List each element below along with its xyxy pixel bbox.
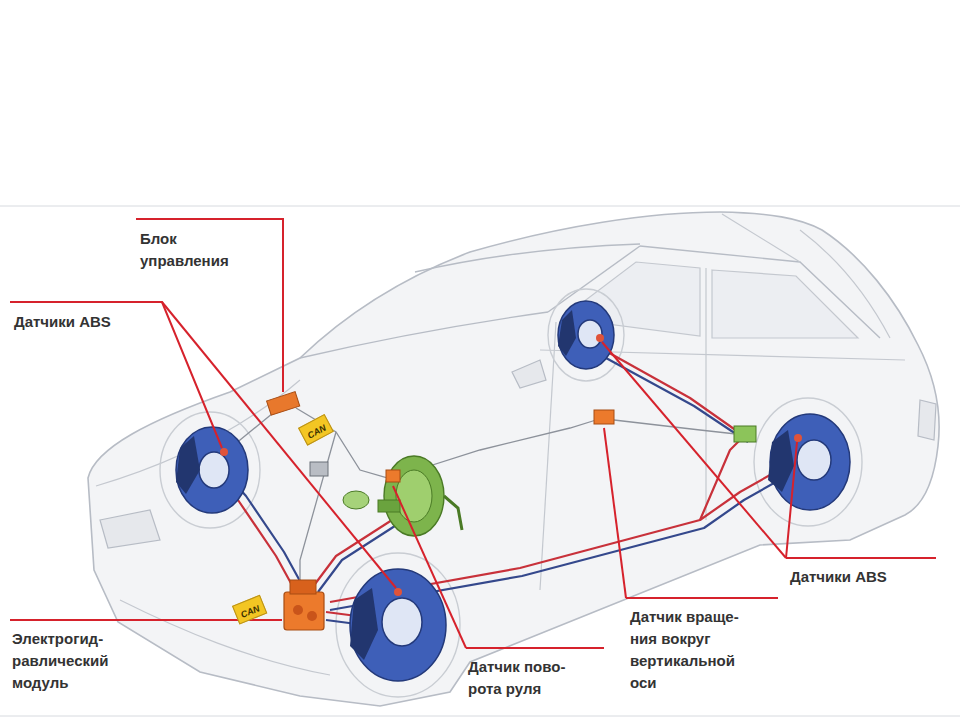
leader-line [604, 428, 626, 598]
roof-rear [722, 214, 800, 262]
brake-disc [350, 569, 446, 681]
leader-line [602, 342, 786, 558]
module-pump [290, 580, 316, 594]
callout-label: Датчики ABS [14, 311, 154, 333]
leader-line [786, 557, 936, 559]
hub [797, 440, 831, 480]
rear-valve [734, 426, 756, 442]
side-mirror [512, 360, 546, 388]
frame-line [0, 206, 960, 207]
tyre [754, 398, 862, 526]
leader-line [162, 302, 396, 588]
callout-label: Блок управления [140, 228, 252, 272]
cowl-line [300, 312, 548, 358]
caliper [176, 436, 200, 494]
hydraulic-module [284, 580, 324, 630]
leader-line [786, 442, 797, 558]
yaw-sensor [594, 410, 614, 424]
signal-name: CAN [239, 603, 261, 620]
caliper [350, 588, 378, 660]
abs-sensor [794, 434, 802, 442]
leader-line [10, 302, 222, 448]
control-unit [267, 392, 300, 416]
brake-disc [176, 427, 248, 513]
leader-line [626, 597, 778, 599]
steering-angle-sensor [386, 470, 400, 482]
car-body [88, 212, 939, 706]
disc [350, 569, 446, 681]
tyre [548, 289, 624, 381]
tail-light [918, 400, 936, 440]
bumper-line [120, 600, 330, 675]
disc [558, 301, 614, 369]
disc [176, 427, 248, 513]
brake-line [604, 350, 744, 436]
roof-edge [415, 244, 640, 272]
module-body [284, 592, 324, 630]
callout-label: Электрогид- равлический модуль [12, 628, 137, 694]
brake-disc [768, 414, 850, 510]
leader-line [466, 647, 604, 649]
can-tag: CAN [298, 414, 333, 446]
door-line [540, 322, 556, 590]
wire [296, 408, 388, 478]
can-tag: CAN [232, 595, 267, 625]
abs-sensor [394, 588, 402, 596]
signal-name: CAN [306, 423, 328, 441]
booster [384, 456, 444, 536]
master-cylinder [378, 500, 400, 512]
abs-sensor [220, 448, 228, 456]
wiring [224, 404, 736, 588]
wire [300, 432, 336, 588]
leader-line [393, 486, 466, 648]
pedal-rod [444, 496, 462, 530]
brake-line [700, 436, 744, 520]
relay [310, 462, 328, 476]
module-valve [293, 605, 303, 615]
leader-line [136, 219, 283, 392]
callout-label: Датчики ABS [790, 566, 940, 588]
door-line [705, 268, 706, 520]
brake-booster [378, 456, 462, 536]
callout-label: Датчик пово- рота руля [468, 656, 593, 700]
headlight [100, 510, 160, 548]
hub [382, 598, 422, 646]
callout-label: Датчик враще- ния вокруг вертикальной ос… [630, 606, 765, 694]
booster-face [396, 470, 432, 522]
frame-line [0, 716, 960, 717]
brake-lines [222, 350, 790, 626]
module-valve [307, 611, 317, 621]
brake-disc [558, 301, 614, 369]
hub [578, 320, 602, 348]
rear-side-window [712, 270, 858, 338]
caliper [558, 310, 576, 356]
tyre [336, 553, 460, 697]
hub [199, 452, 229, 488]
reservoir [343, 491, 369, 509]
abs-sensor [596, 334, 604, 342]
caliper [768, 430, 794, 492]
